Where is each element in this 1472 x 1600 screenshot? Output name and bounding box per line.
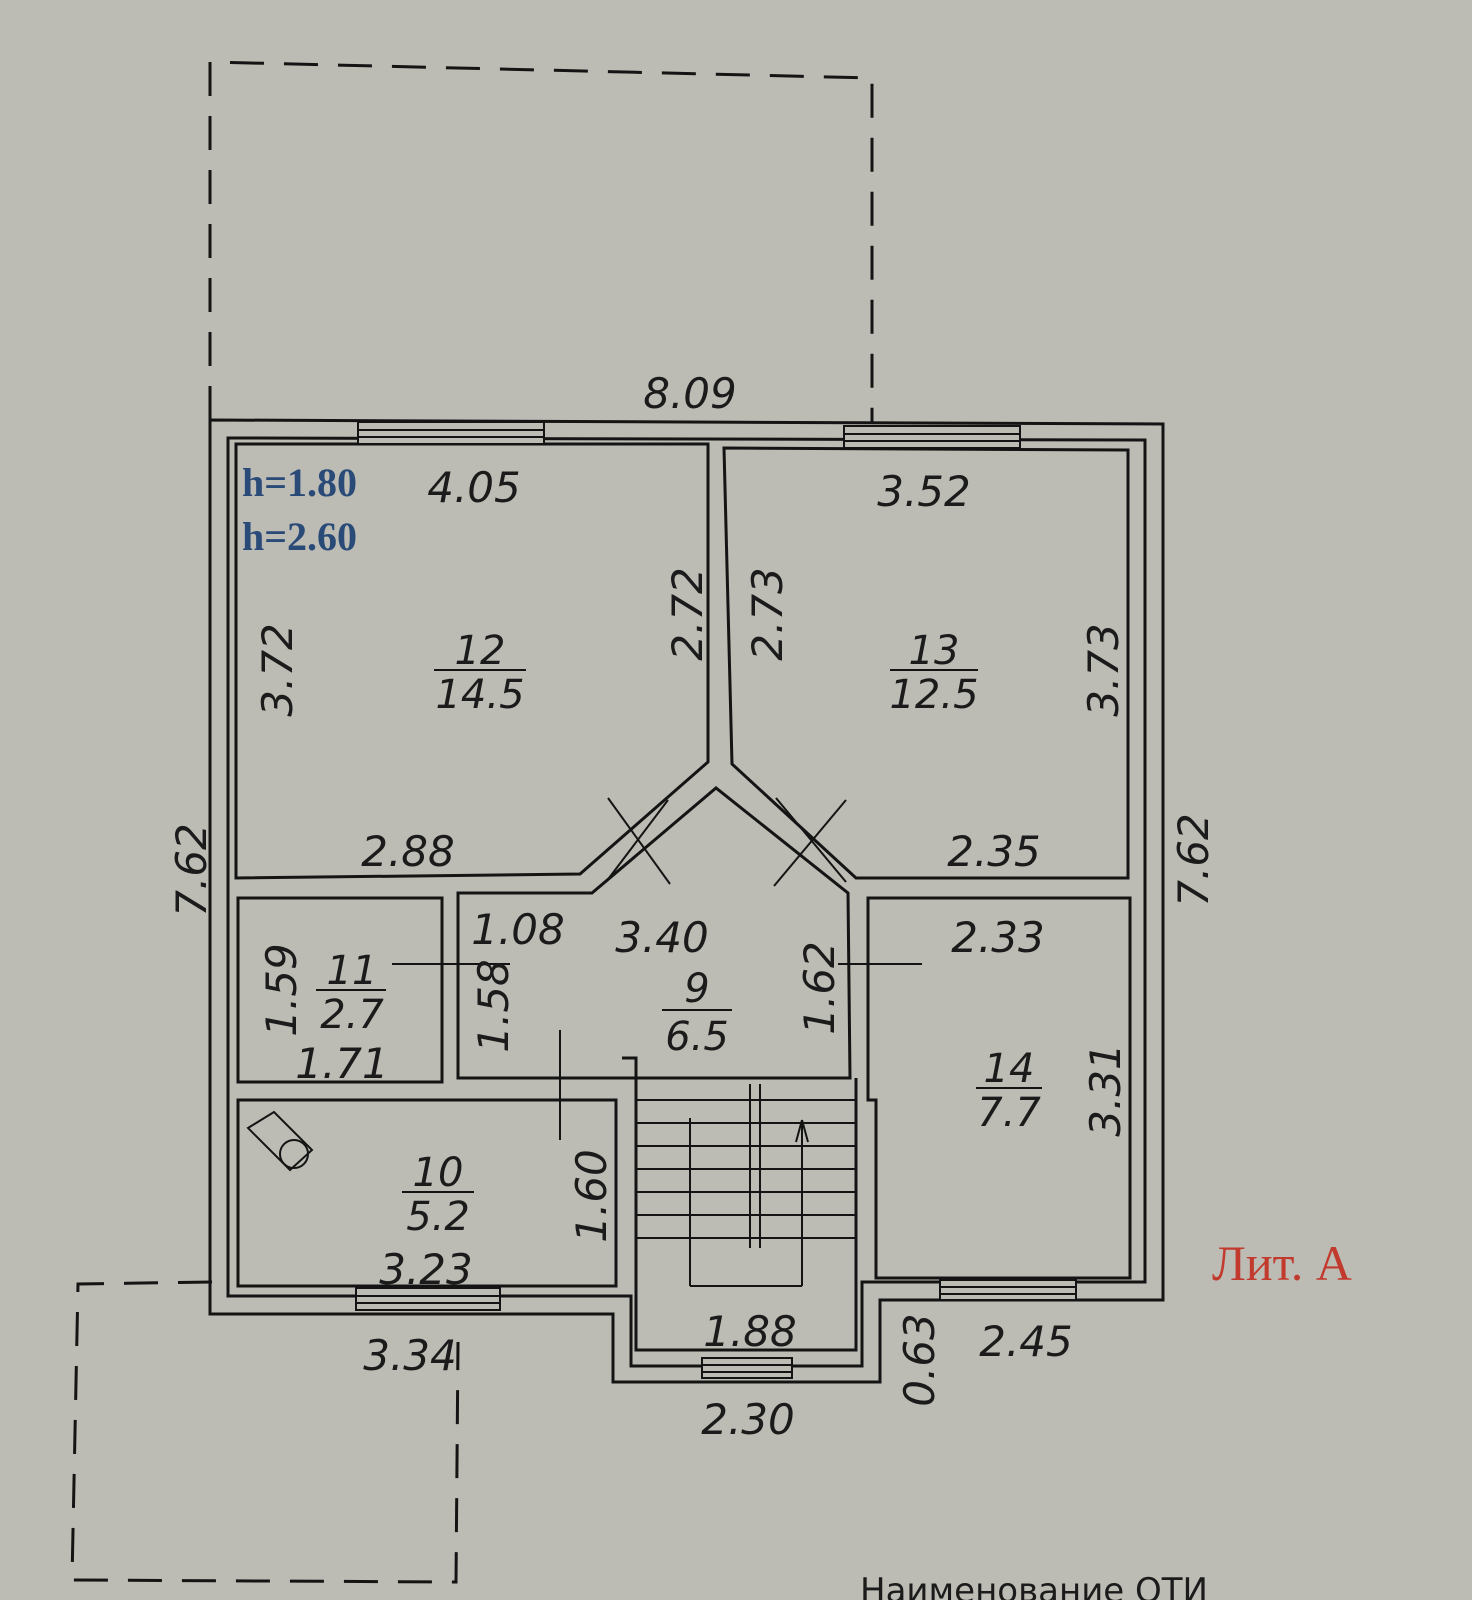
footer-caption: Наименование ОТИ: [860, 1571, 1208, 1600]
dim-bottom-center: 2.30: [701, 1395, 795, 1444]
dim-r9-top: 3.40: [615, 913, 709, 962]
room-13-area: 12.5: [889, 672, 978, 718]
dim-r14-top: 2.33: [951, 913, 1045, 962]
dim-r13-top: 3.52: [877, 467, 971, 516]
area-fraction-lines: [316, 669, 1042, 1193]
dim-r12-left: 3.72: [253, 623, 302, 717]
dim-r10-right: 1.60: [567, 1149, 616, 1243]
room-9-area: 6.5: [665, 1014, 729, 1060]
dim-bottom-left: 3.34: [363, 1331, 457, 1380]
dim-r11-height: 1.59: [257, 943, 306, 1037]
dim-r12-bottom: 2.88: [361, 827, 455, 876]
dim-r9-left-top: 1.08: [471, 905, 565, 954]
dim-left-height: 7.62: [167, 823, 216, 917]
dim-stair-width: 1.88: [703, 1307, 797, 1356]
lower-dashed-outline: [70, 1280, 460, 1584]
stairs: [636, 1084, 856, 1287]
room-10-area: 5.2: [406, 1194, 470, 1240]
room-14-number: 14: [984, 1046, 1035, 1092]
windows: [355, 421, 1077, 1379]
room-14-area: 7.7: [977, 1090, 1041, 1136]
boiler-icon: [246, 1110, 314, 1172]
interior-walls: [234, 442, 1132, 1352]
room-11-area: 2.7: [320, 992, 384, 1038]
dim-r11-width: 1.71: [295, 1039, 389, 1088]
ceiling-height-2: h=2.60: [242, 514, 357, 559]
room-10-number: 10: [413, 1150, 464, 1196]
dim-r14-right: 3.31: [1081, 1043, 1130, 1137]
dim-r10-bottom: 3.23: [379, 1245, 473, 1294]
room-9-number: 9: [684, 966, 709, 1012]
dim-r13-left: 2.73: [743, 567, 792, 661]
room-11-number: 11: [327, 948, 378, 994]
dim-step-height: 0.63: [895, 1313, 944, 1407]
dim-r13-right: 3.73: [1079, 623, 1128, 717]
building-letter-label: Лит. А: [1212, 1235, 1352, 1291]
dim-bottom-right: 2.45: [979, 1317, 1073, 1366]
dim-r13-bottom: 2.35: [947, 827, 1041, 876]
room-12-area: 14.5: [435, 672, 524, 718]
dim-r9-left: 1.58: [469, 959, 518, 1053]
room-13-number: 13: [909, 628, 960, 674]
dim-total-width: 8.09: [643, 369, 737, 418]
dim-r12-top: 4.05: [427, 463, 521, 512]
room-12-number: 12: [455, 628, 506, 674]
dim-r9-right: 1.62: [795, 941, 844, 1035]
door-marks: [392, 797, 922, 1140]
dim-r12-right: 2.72: [663, 567, 712, 661]
upper-dashed-outline: [208, 60, 874, 424]
dim-right-height: 7.62: [1169, 813, 1218, 907]
ceiling-height-1: h=1.80: [242, 460, 357, 505]
